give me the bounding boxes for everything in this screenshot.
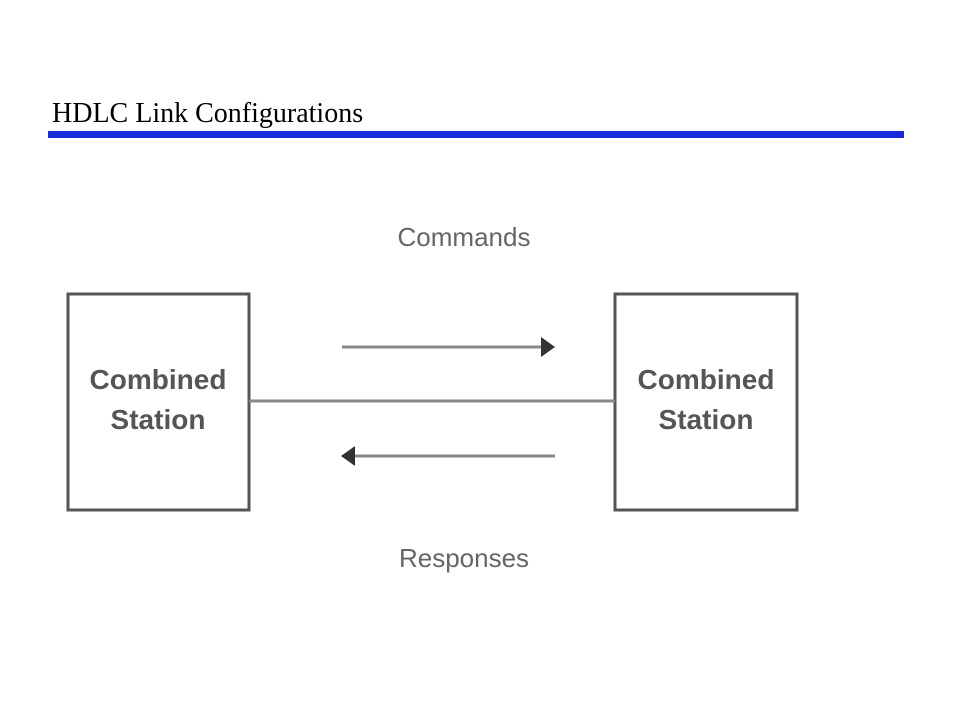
- title-underline-rule: [48, 131, 904, 138]
- responses-arrowhead: [341, 446, 355, 466]
- commands-arrow: [342, 337, 555, 357]
- right-station-label-line2: Station: [659, 404, 754, 435]
- left-combined-station: Combined Station: [66, 292, 251, 512]
- responses-arrow: [341, 446, 555, 466]
- right-station-box: [613, 292, 799, 512]
- left-station-label-line1: Combined: [90, 364, 227, 395]
- left-station-label-line2: Station: [111, 404, 206, 435]
- left-station-box: [66, 292, 251, 512]
- slide-title: HDLC Link Configurations: [52, 98, 364, 129]
- right-station-label-line1: Combined: [638, 364, 775, 395]
- commands-arrowhead: [541, 337, 555, 357]
- commands-label: Commands: [398, 222, 531, 252]
- right-combined-station: Combined Station: [613, 292, 799, 512]
- responses-label: Responses: [399, 543, 529, 573]
